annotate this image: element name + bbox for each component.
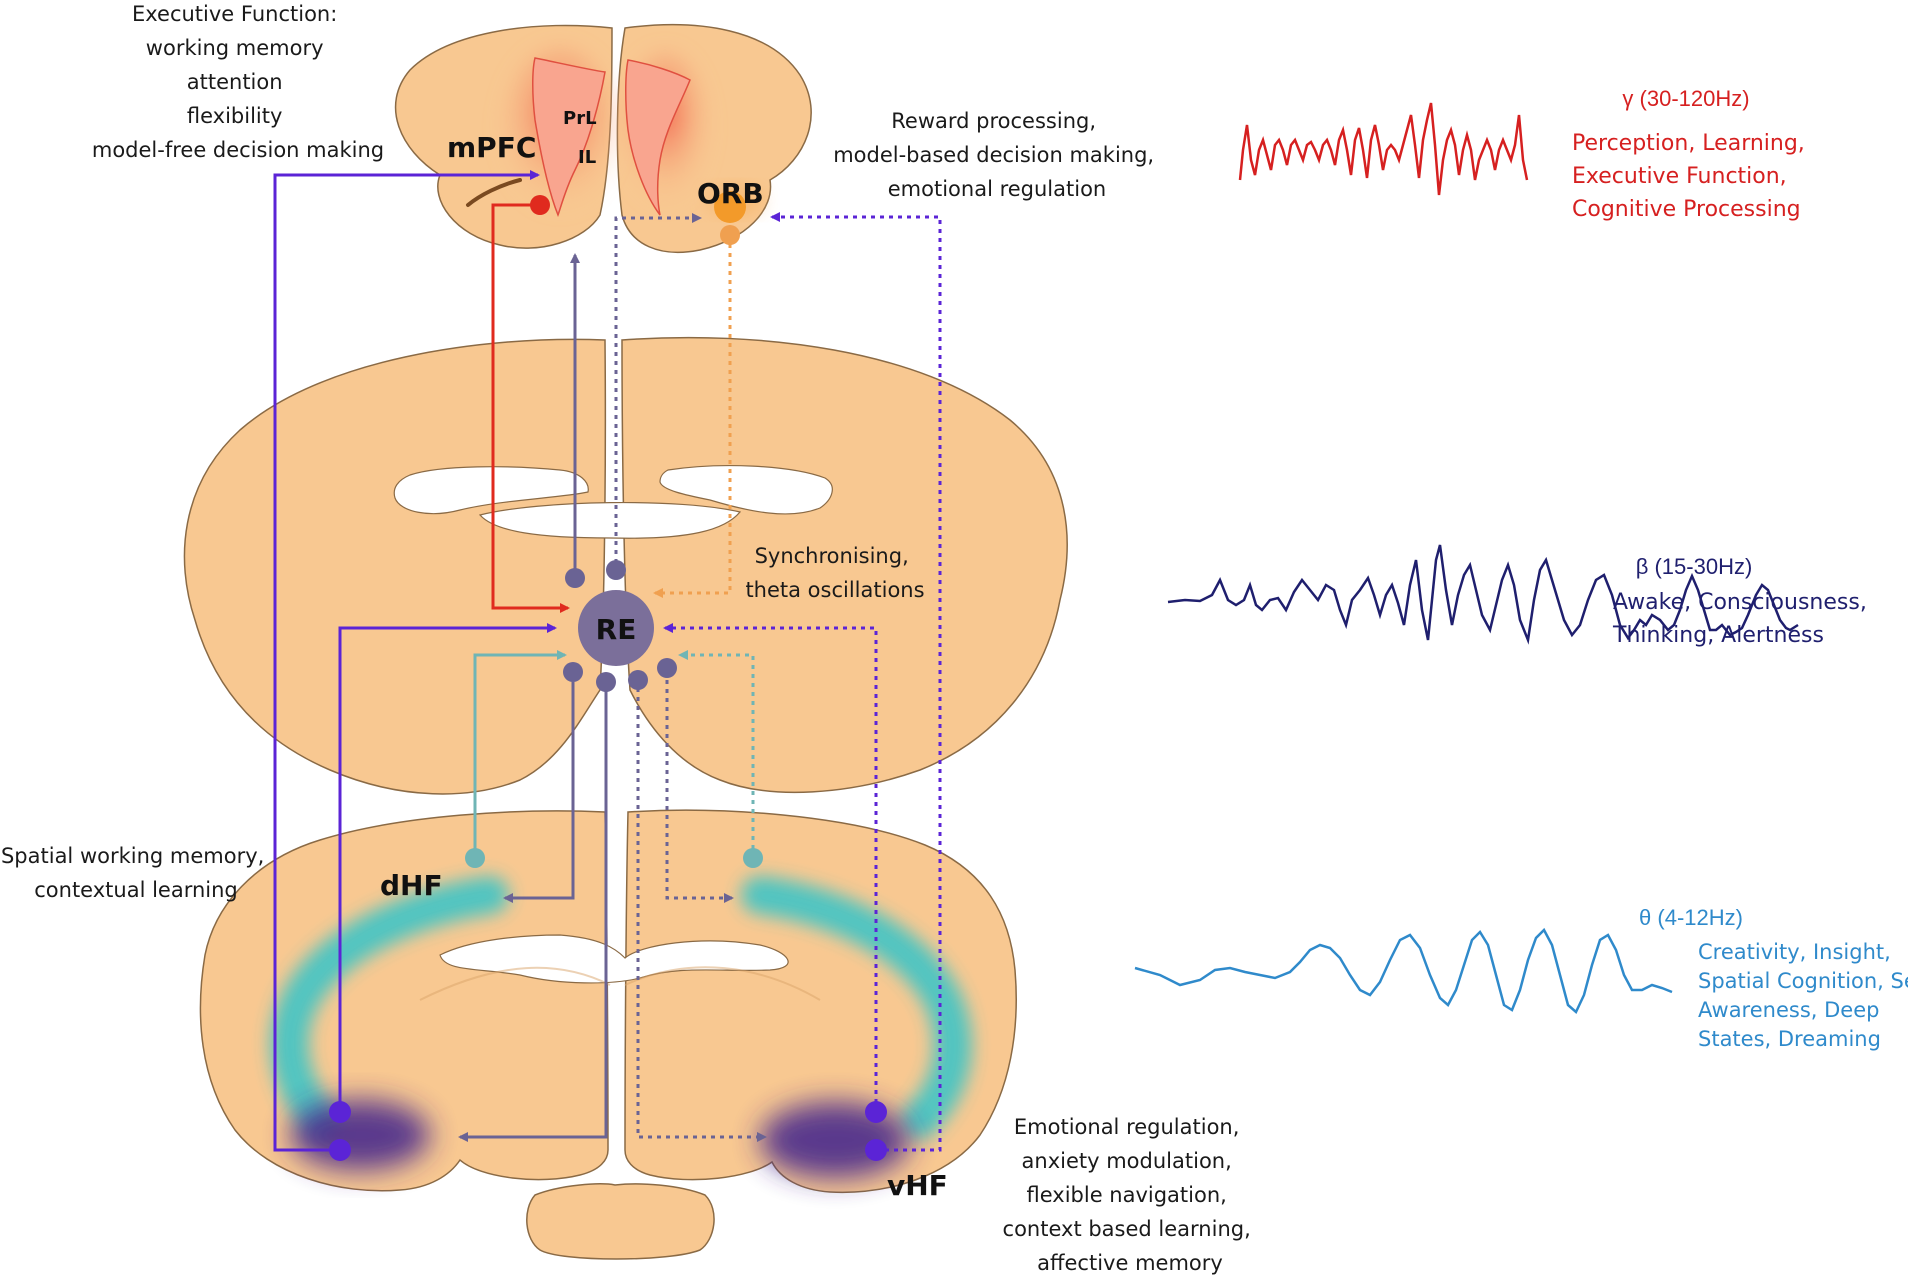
label-re: RE (596, 613, 637, 646)
annotation-line: contextual learning (34, 878, 238, 902)
executive-annotation: Executive Function: working memory atten… (92, 2, 384, 162)
connections (273, 170, 942, 1152)
annotation-line: working memory (146, 36, 324, 60)
orb-output-node-icon (720, 225, 740, 245)
re-to-vhf-left-pathway (458, 688, 608, 1142)
vhf-to-mpfc-pathway (273, 170, 540, 1152)
ventricle-left (393, 466, 589, 515)
prl-il-left-region (532, 57, 606, 218)
gamma-wave-trace (1238, 102, 1529, 196)
annotation-line: context based learning, (1003, 1217, 1251, 1241)
spatial-annotation: Spatial working memory, contextual learn… (1, 844, 271, 902)
wave-desc-line: Spatial Cognition, Self- (1698, 969, 1908, 993)
prl-il-right-region (625, 59, 691, 216)
ventricle-right (659, 464, 833, 515)
vhf-right-to-orb-pathway (770, 212, 942, 1152)
emotional-annotation: Emotional regulation, anxiety modulation… (1003, 1115, 1258, 1275)
dhf-left-to-re-pathway (473, 650, 567, 858)
annotation-line: Spatial working memory, (1, 844, 264, 868)
vhf-purple-left (290, 1100, 430, 1170)
label-il: IL (578, 147, 596, 168)
dhf-right-node-icon (743, 848, 763, 868)
hippocampal-ventricle (439, 934, 789, 984)
theta-wave-block: θ (4-12Hz) Creativity, Insight, Spatial … (1134, 905, 1908, 1051)
mpfc-to-re-pathway (491, 203, 570, 613)
vhf-right-upper-node-icon (865, 1101, 887, 1123)
label-mpfc: mPFC (447, 131, 536, 164)
re-satellite-node-icon (596, 672, 616, 692)
wave-desc-line: Thinking, Alertness (1612, 623, 1824, 648)
beta-description: Awake, Consciousness, Thinking, Alertnes… (1612, 590, 1874, 648)
gamma-title: γ (30-120Hz) (1622, 86, 1749, 111)
reward-annotation: Reward processing, model-based decision … (833, 109, 1161, 201)
annotation-line: theta oscillations (745, 578, 924, 602)
sync-annotation: Synchronising, theta oscillations (745, 544, 924, 602)
annotation-line: Reward processing, (891, 109, 1096, 133)
wave-desc-line: States, Dreaming (1698, 1027, 1881, 1051)
beta-wave-block: β (15-30Hz) Awake, Consciousness, Thinki… (1167, 544, 1874, 648)
gamma-wave-block: γ (30-120Hz) Perception, Learning, Execu… (1238, 86, 1812, 222)
re-satellite-node-icon (563, 662, 583, 682)
nodes (329, 191, 887, 1161)
annotation-line: emotional regulation (888, 177, 1107, 201)
middle-right-hemisphere (621, 336, 1068, 794)
dhf-teal-band-left (270, 876, 509, 1139)
label-prl: PrL (563, 108, 597, 129)
annotation-line: model-free decision making (92, 138, 384, 162)
vhf-right-to-re-pathway (663, 623, 878, 1112)
vhf-to-re-pathway (338, 623, 557, 1112)
wave-desc-line: Executive Function, (1572, 164, 1787, 189)
orb-to-re-pathway (653, 235, 732, 598)
label-dhf: dHF (380, 869, 443, 902)
theta-title: θ (4-12Hz) (1639, 905, 1743, 930)
brainstem (526, 1183, 715, 1260)
wave-desc-line: Creativity, Insight, (1698, 940, 1891, 964)
gamma-description: Perception, Learning, Executive Function… (1572, 131, 1812, 222)
annotation-line: model-based decision making, (833, 143, 1154, 167)
label-orb: ORB (697, 177, 764, 210)
re-satellite-node-icon (657, 658, 677, 678)
re-node-icon (578, 590, 654, 666)
dhf-left-node-icon (465, 848, 485, 868)
re-satellite-node-icon (565, 568, 585, 588)
vhf-left-lower-node-icon (329, 1139, 351, 1161)
re-satellite-node-icon (606, 560, 626, 580)
vhf-right-lower-node-icon (865, 1139, 887, 1161)
annotation-line: affective memory (1037, 1251, 1223, 1275)
theta-wave-trace (1134, 927, 1673, 1015)
re-satellite-node-icon (628, 670, 648, 690)
vhf-purple-right (760, 1102, 910, 1178)
beta-wave-trace (1167, 544, 1799, 645)
annotation-line: flexible navigation, (1026, 1183, 1226, 1207)
dhf-teal-band-right (741, 876, 972, 1139)
middle-left-hemisphere (183, 338, 607, 795)
theta-description: Creativity, Insight, Spatial Cognition, … (1698, 940, 1908, 1051)
re-to-dhf-left-pathway (503, 682, 575, 903)
vhf-left-upper-node-icon (329, 1101, 351, 1123)
re-to-vhf-right-pathway (636, 688, 767, 1142)
annotation-line: Emotional regulation, (1014, 1115, 1240, 1139)
orb-node-icon (714, 191, 746, 223)
label-vhf: vHF (887, 1169, 948, 1202)
re-to-dhf-right-pathway (665, 680, 734, 903)
annotation-line: Executive Function: (132, 2, 337, 26)
annotation-line: Synchronising, (755, 544, 909, 568)
re-to-orb-pathway (614, 213, 702, 572)
frontal-section (394, 23, 812, 254)
mpfc-node-icon (530, 195, 550, 215)
thalamic-section (183, 336, 1068, 795)
hippocampal-section (199, 809, 1017, 1260)
beta-title: β (15-30Hz) (1636, 554, 1753, 579)
annotation-line: anxiety modulation, (1022, 1149, 1232, 1173)
wave-desc-line: Perception, Learning, (1572, 131, 1805, 156)
wave-desc-line: Awareness, Deep (1698, 998, 1879, 1022)
annotation-line: attention (187, 70, 283, 94)
wave-desc-line: Cognitive Processing (1572, 197, 1801, 222)
corpus-callosum-gap (478, 501, 742, 539)
annotation-line: flexibility (187, 104, 283, 128)
wave-desc-line: Awake, Consciousness, (1613, 590, 1867, 615)
